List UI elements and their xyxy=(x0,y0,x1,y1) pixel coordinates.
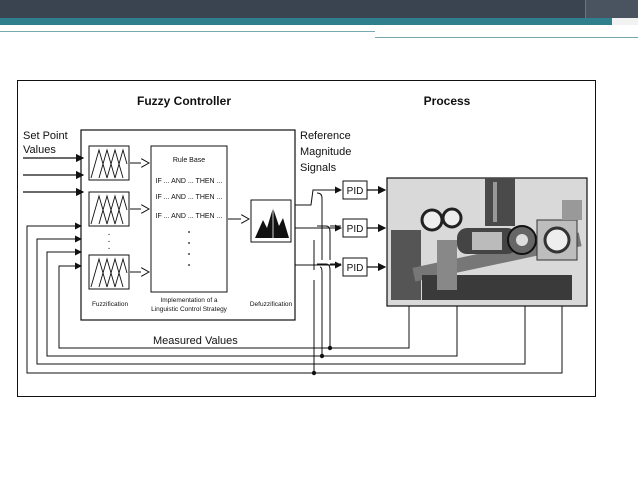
rule-base-box xyxy=(150,145,228,293)
rule-ellipsis xyxy=(188,231,190,266)
controller-title: Fuzzy Controller xyxy=(137,94,231,108)
pid-label-2: PID xyxy=(347,224,364,235)
header-rule-left xyxy=(0,31,375,32)
fuzzification-blocks: · · · xyxy=(88,145,130,290)
set-point-label-2: Values xyxy=(23,144,56,156)
svg-text:·: · xyxy=(107,243,110,254)
pid-to-process-arrows xyxy=(367,185,387,272)
svg-text:·: · xyxy=(107,236,110,247)
header-bar-cap xyxy=(585,0,638,18)
pid-label-1: PID xyxy=(347,186,364,197)
set-point-arrows xyxy=(23,153,85,197)
header-rule-right xyxy=(375,37,638,38)
measured-values-label: Measured Values xyxy=(153,335,238,347)
feedback-lines xyxy=(26,192,563,374)
svg-text:·: · xyxy=(107,229,110,240)
fuzzy-control-diagram: Fuzzy Controller Process Set Point Value… xyxy=(17,80,596,397)
reference-label-2: Magnitude xyxy=(300,146,351,158)
implementation-label-1: Implementation of a xyxy=(160,297,217,304)
reference-label-1: Reference xyxy=(300,130,351,142)
rule-1: IF ... AND ... THEN ... xyxy=(156,178,223,185)
diagram-svg: Fuzzy Controller Process Set Point Value… xyxy=(17,80,596,397)
defuzz-shape-icon xyxy=(255,208,289,238)
rule-base-title: Rule Base xyxy=(173,157,205,164)
set-point-label-1: Set Point xyxy=(23,130,68,142)
implementation-label-2: Linguistic Control Strategy xyxy=(151,306,228,313)
fuzzification-label: Fuzzification xyxy=(92,301,129,308)
reference-label-3: Signals xyxy=(300,162,337,174)
pid-label-3: PID xyxy=(347,263,364,274)
feedback-junctions xyxy=(311,345,333,376)
process-machine-image xyxy=(386,177,588,307)
fuzz-to-rules-arrows xyxy=(130,163,149,272)
output-lines xyxy=(295,186,342,269)
header-accent-bar xyxy=(0,18,612,25)
rule-3: IF ... AND ... THEN ... xyxy=(156,213,223,220)
defuzzification-label: Defuzzification xyxy=(250,301,293,308)
header-accent-end xyxy=(612,18,638,25)
process-title: Process xyxy=(424,94,471,108)
header-bar xyxy=(0,0,638,18)
rule-2: IF ... AND ... THEN ... xyxy=(156,194,223,201)
